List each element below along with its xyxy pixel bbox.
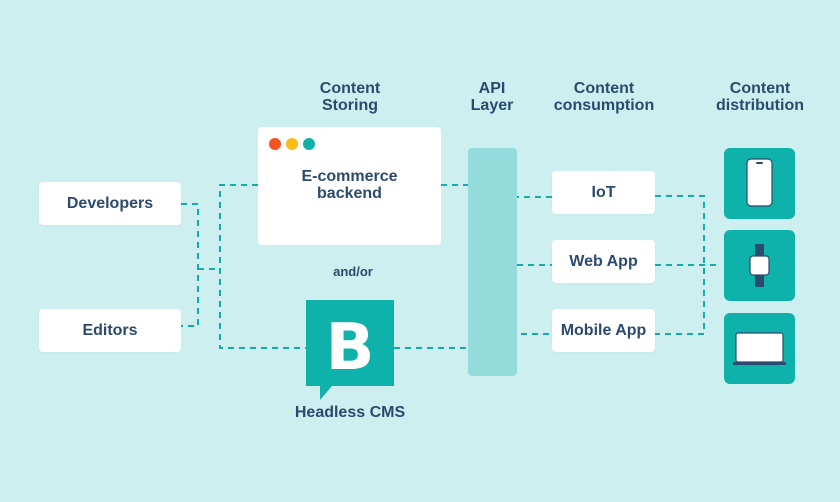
ecommerce-backend-label: E-commerce backend <box>301 168 398 202</box>
window-dot-red <box>269 138 281 150</box>
header-content-consumption: Content consumption <box>553 80 655 114</box>
editors-box: Editors <box>39 309 181 352</box>
connector-backend-cms-loop <box>219 184 306 349</box>
laptop-icon <box>733 332 786 365</box>
iot-box: IoT <box>552 171 655 214</box>
device-phone <box>724 148 795 219</box>
device-laptop <box>724 313 795 384</box>
and-or-label: and/or <box>333 264 373 279</box>
phone-icon <box>746 158 773 207</box>
connector-consumption-right <box>655 195 705 335</box>
smartwatch-icon <box>749 244 770 287</box>
header-content-distribution: Content distribution <box>716 80 804 114</box>
window-dot-yellow <box>286 138 298 150</box>
web-app-box: Web App <box>552 240 655 283</box>
cms-logo-letter: B <box>326 311 375 385</box>
developers-box: Developers <box>39 182 181 225</box>
header-api-layer: API Layer <box>470 80 514 114</box>
connector-developers <box>181 203 199 327</box>
headless-cms-label: Headless CMS <box>294 404 406 421</box>
window-dot-teal <box>303 138 315 150</box>
headless-cms-logo-icon: B <box>306 300 394 400</box>
ecommerce-backend-card: E-commerce backend <box>258 127 441 245</box>
header-content-storing: Content Storing <box>319 80 381 114</box>
api-layer-bar <box>468 148 517 376</box>
device-watch <box>724 230 795 301</box>
mobile-app-box: Mobile App <box>552 309 655 352</box>
